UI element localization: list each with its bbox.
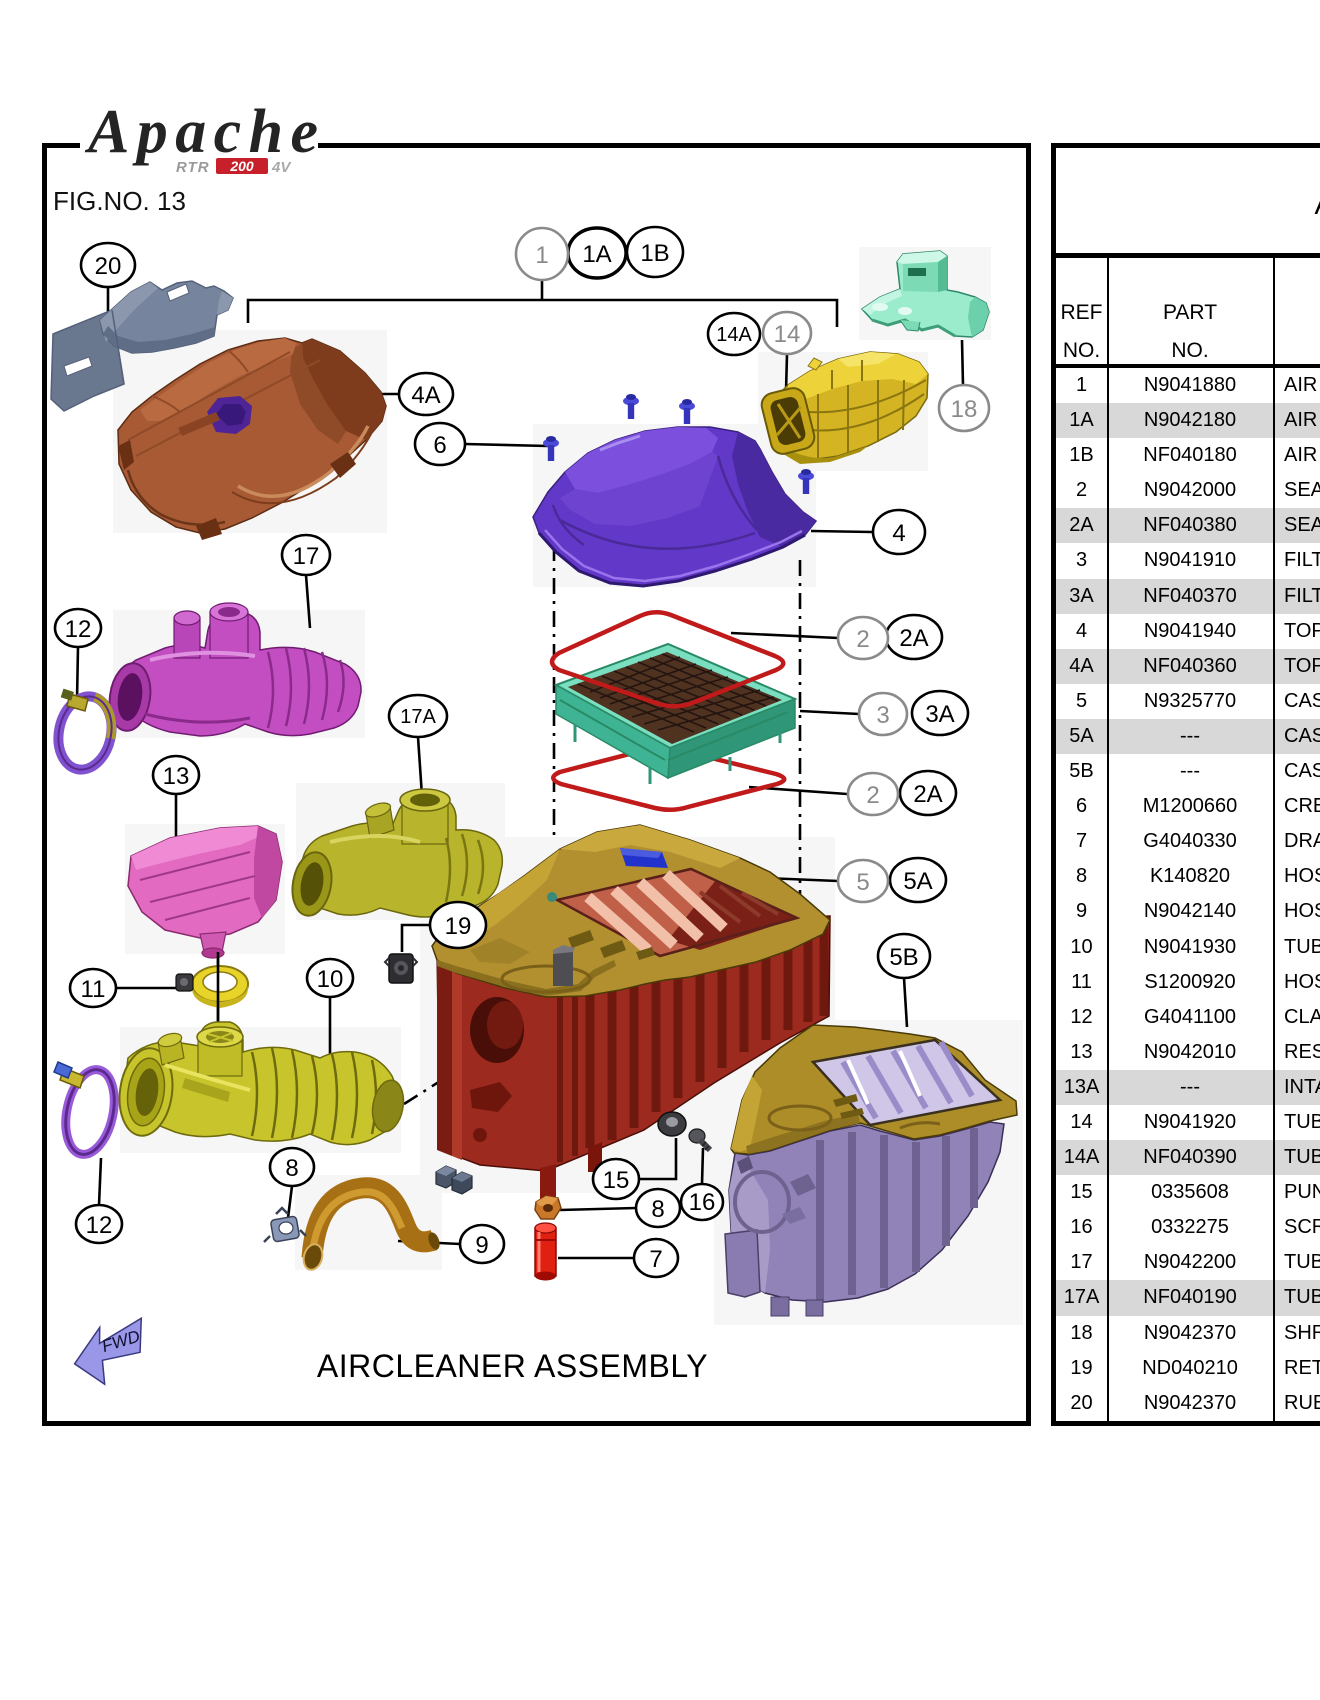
svg-text:Apache: Apache [84, 98, 317, 166]
svg-text:2A: 2A [899, 625, 928, 652]
svg-text:2: 2 [856, 626, 869, 653]
svg-text:9: 9 [475, 1232, 488, 1259]
svg-text:3: 3 [876, 702, 889, 729]
svg-text:17A: 17A [400, 706, 436, 728]
svg-text:19: 19 [445, 913, 472, 940]
svg-text:RTR: RTR [176, 159, 210, 176]
svg-text:5A: 5A [903, 868, 932, 895]
svg-text:4: 4 [892, 520, 905, 547]
svg-text:11: 11 [81, 976, 106, 1003]
svg-text:13: 13 [163, 763, 190, 790]
svg-text:5B: 5B [889, 944, 918, 971]
svg-text:5: 5 [856, 869, 869, 896]
svg-text:1B: 1B [640, 240, 669, 267]
svg-text:2A: 2A [913, 781, 942, 808]
svg-text:10: 10 [317, 966, 344, 993]
svg-text:12: 12 [65, 616, 92, 643]
svg-text:8: 8 [285, 1155, 298, 1182]
svg-text:2: 2 [866, 782, 879, 809]
svg-text:8: 8 [651, 1196, 664, 1223]
svg-text:7: 7 [649, 1246, 662, 1273]
svg-text:12: 12 [86, 1212, 113, 1239]
svg-text:3A: 3A [925, 701, 954, 728]
svg-text:17: 17 [293, 543, 320, 570]
svg-text:20: 20 [95, 253, 122, 280]
svg-text:6: 6 [433, 432, 446, 459]
svg-text:16: 16 [689, 1189, 716, 1216]
svg-text:200: 200 [229, 158, 254, 174]
svg-text:4A: 4A [411, 382, 440, 409]
svg-text:1A: 1A [582, 241, 611, 268]
svg-text:15: 15 [603, 1167, 630, 1194]
svg-text:1: 1 [535, 242, 548, 269]
svg-text:4V: 4V [271, 159, 292, 176]
svg-text:14: 14 [774, 321, 801, 348]
svg-text:18: 18 [951, 396, 978, 423]
svg-text:14A: 14A [716, 324, 752, 346]
